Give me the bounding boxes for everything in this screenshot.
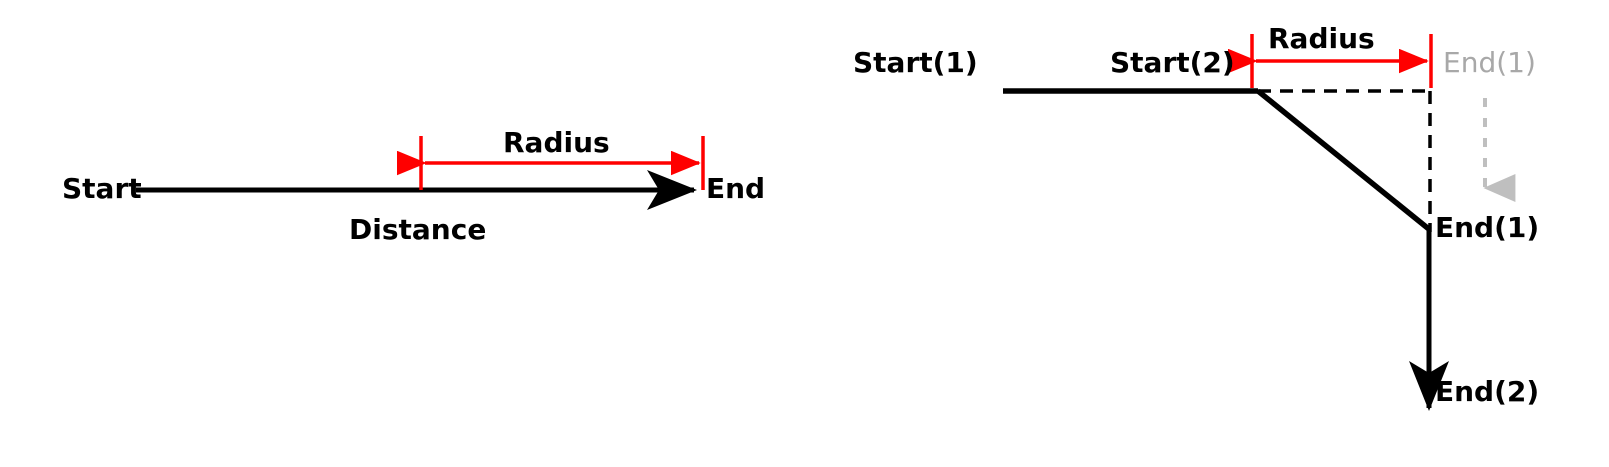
label-end-2: End(2) (1435, 375, 1540, 408)
label-end-1-ghost: End(1) (1443, 46, 1536, 79)
right-diagonal-segment (1256, 88, 1432, 233)
left-diagram-group (136, 136, 705, 210)
label-radius-left: Radius (503, 126, 610, 159)
label-end: End (706, 172, 766, 205)
label-start: Start (62, 172, 142, 205)
label-start-1: Start(1) (853, 46, 978, 79)
right-diagram-group (1003, 34, 1516, 412)
label-end-1: End(1) (1435, 211, 1540, 244)
label-radius-right: Radius (1268, 22, 1375, 55)
label-start-2: Start(2) (1110, 46, 1235, 79)
label-distance: Distance (349, 213, 487, 246)
